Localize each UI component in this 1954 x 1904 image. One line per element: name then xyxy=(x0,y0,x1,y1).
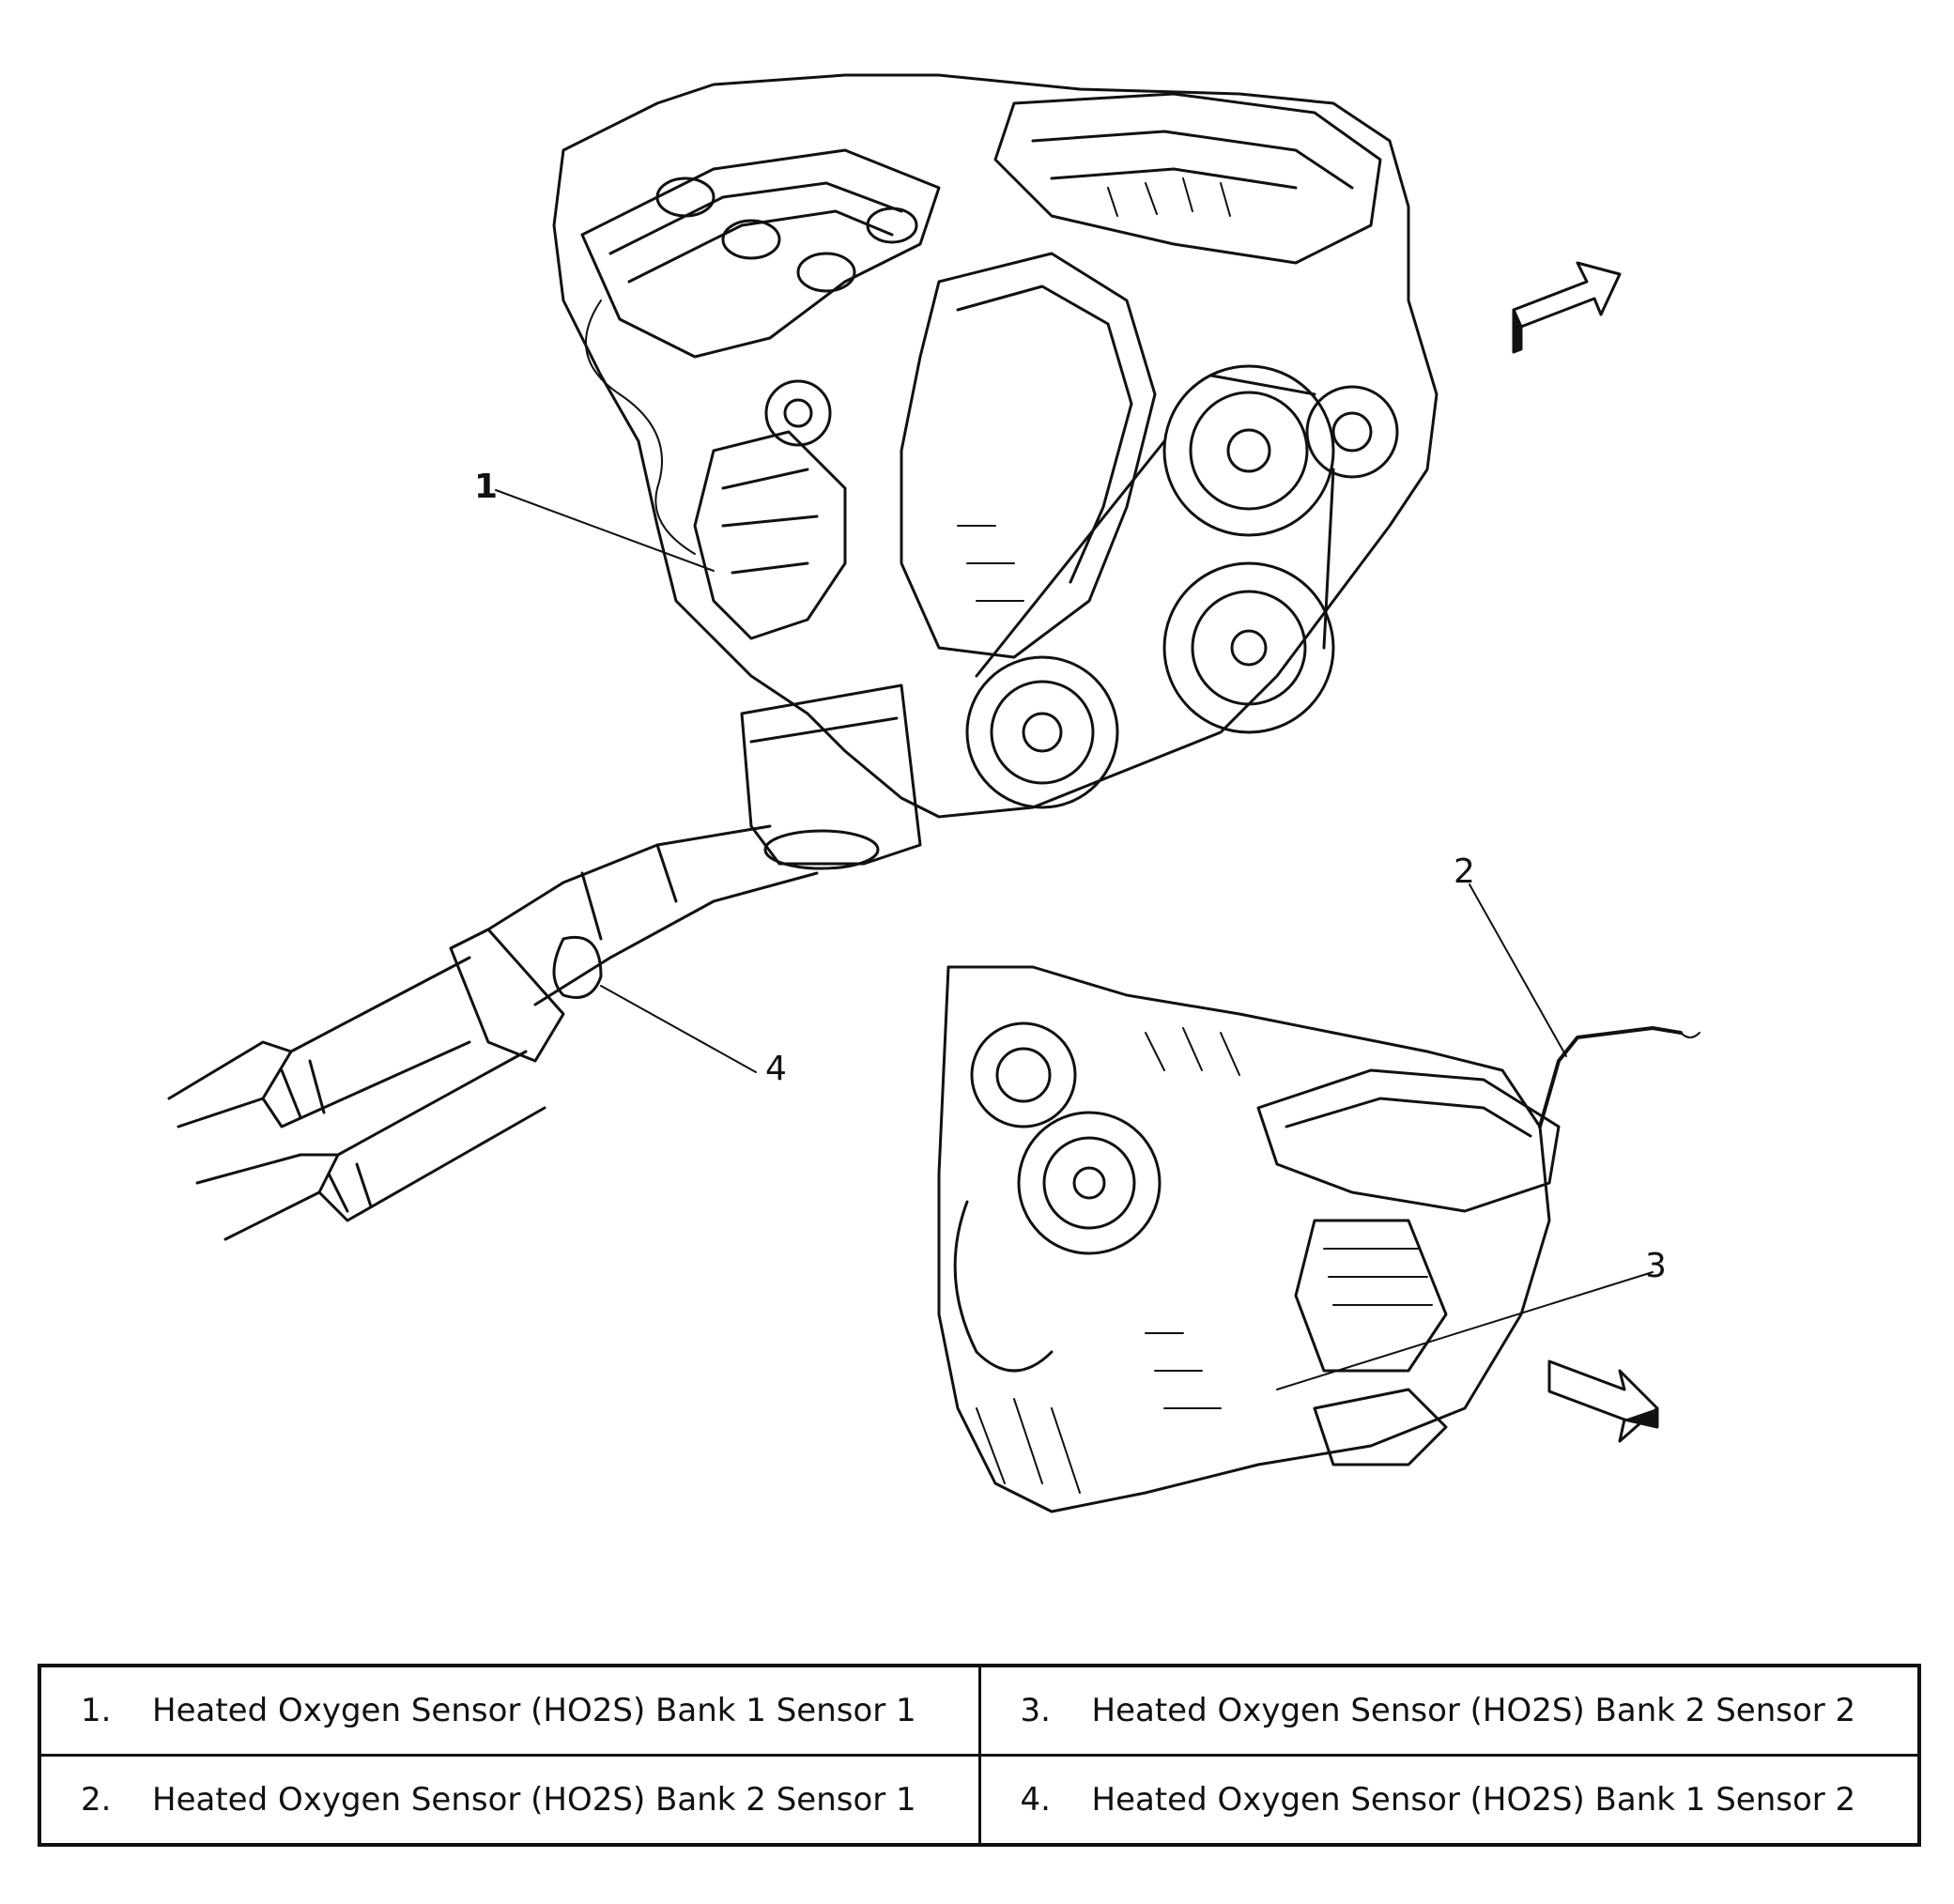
legend-number: 2. xyxy=(81,1781,112,1819)
legend-text: Heated Oxygen Sensor (HO2S) Bank 1 Senso… xyxy=(152,1692,916,1729)
legend-number: 3. xyxy=(1020,1692,1051,1729)
callout-1: 1 xyxy=(474,468,498,506)
callout-3: 3 xyxy=(1645,1247,1667,1285)
arrow-forward-icon xyxy=(1512,261,1622,354)
callout-leaders xyxy=(495,489,1654,1390)
legend-text: Heated Oxygen Sensor (HO2S) Bank 2 Senso… xyxy=(152,1781,916,1819)
legend-item-2: 2. Heated Oxygen Sensor (HO2S) Bank 2 Sen… xyxy=(38,1754,981,1847)
legend-text: Heated Oxygen Sensor (HO2S) Bank 1 Senso… xyxy=(1091,1781,1856,1819)
legend-item-3: 3. Heated Oxygen Sensor (HO2S) Bank 2 Sen… xyxy=(977,1664,1921,1757)
upper-engine-view xyxy=(167,73,1439,1241)
callout-2: 2 xyxy=(1454,852,1475,891)
legend-table: 1. Heated Oxygen Sensor (HO2S) Bank 1 Sen… xyxy=(38,1664,1921,1847)
callout-4: 4 xyxy=(765,1050,787,1088)
legend-number: 4. xyxy=(1020,1781,1051,1819)
legend-row: 1. Heated Oxygen Sensor (HO2S) Bank 1 Sen… xyxy=(38,1664,1921,1757)
legend-item-1: 1. Heated Oxygen Sensor (HO2S) Bank 1 Sen… xyxy=(38,1664,981,1757)
legend-text: Heated Oxygen Sensor (HO2S) Bank 2 Senso… xyxy=(1091,1692,1856,1729)
legend-row: 2. Heated Oxygen Sensor (HO2S) Bank 2 Sen… xyxy=(38,1754,1921,1847)
engine-illustration: 1 2 3 4 xyxy=(167,73,1700,1513)
legend-item-4: 4. Heated Oxygen Sensor (HO2S) Bank 1 Sen… xyxy=(977,1754,1921,1847)
lower-engine-view xyxy=(937,965,1700,1513)
arrow-rear-icon xyxy=(1547,1359,1659,1443)
legend-number: 1. xyxy=(81,1692,112,1729)
